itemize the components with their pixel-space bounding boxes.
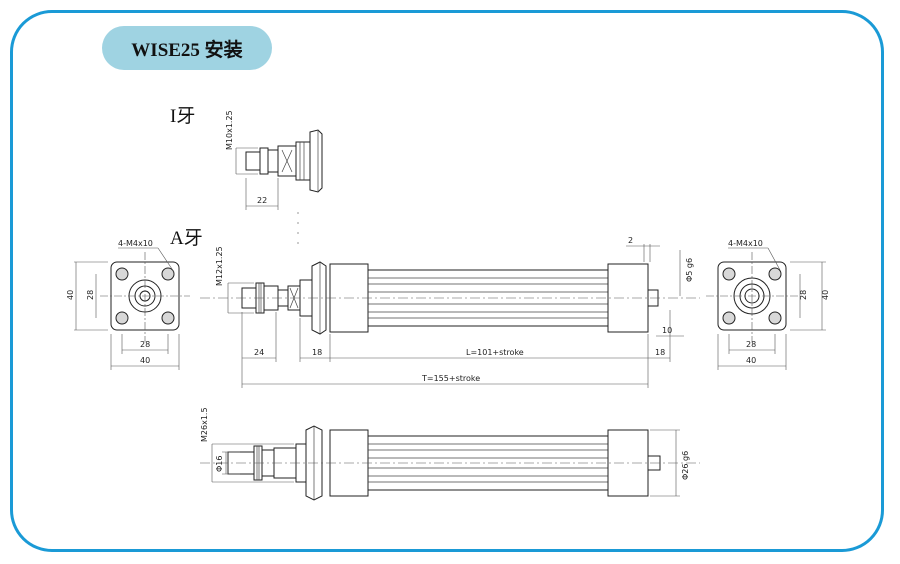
dim-m10: M10x1.25 xyxy=(225,110,234,150)
dim-18a: 18 xyxy=(312,348,322,357)
dim-24: 24 xyxy=(254,348,264,357)
dim-L: L=101+stroke xyxy=(466,348,524,357)
left-holes-label: 4-M4x10 xyxy=(118,239,153,248)
page-title: WISE25 安装 xyxy=(102,26,272,70)
left-40v: 40 xyxy=(66,290,75,300)
dim-i-22: 22 xyxy=(257,196,267,205)
dim-10: 10 xyxy=(662,326,672,335)
main-cylinder xyxy=(200,261,700,335)
left-40h: 40 xyxy=(140,356,150,365)
i-thread-detail xyxy=(235,129,323,248)
dim-m26: M26x1.5 xyxy=(200,407,209,442)
border-frame xyxy=(10,10,884,552)
right-28h: 28 xyxy=(746,340,756,349)
a-thread-label: A牙 xyxy=(170,228,203,249)
dim-T: T=155+stroke xyxy=(421,374,480,383)
left-28v: 28 xyxy=(86,290,95,300)
dim-2: 2 xyxy=(628,236,633,245)
right-end-view xyxy=(706,247,826,370)
left-end-view xyxy=(74,247,190,370)
right-28v: 28 xyxy=(799,290,808,300)
dim-phi5: Φ5 g6 xyxy=(685,258,694,282)
dim-m12: M12x1.25 xyxy=(215,246,224,286)
right-holes-label: 4-M4x10 xyxy=(728,239,763,248)
main-dimensions xyxy=(227,244,684,388)
dim-18b: 18 xyxy=(655,348,665,357)
i-thread-label: I牙 xyxy=(170,106,195,127)
right-40h: 40 xyxy=(746,356,756,365)
right-40v: 40 xyxy=(821,290,830,300)
dim-phi26: Φ26 g6 xyxy=(681,451,690,480)
dim-phi16: Φ16 xyxy=(215,456,224,472)
lower-cylinder xyxy=(200,425,700,501)
left-28h: 28 xyxy=(140,340,150,349)
